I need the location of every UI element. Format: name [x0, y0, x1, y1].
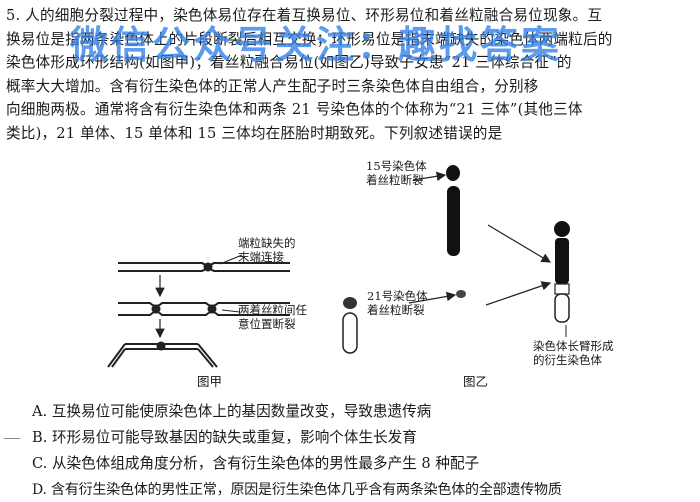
figure-a-caption: 图甲 [197, 374, 223, 389]
stem-line-3: 染色体形成环形结构(如图甲)；着丝粒融合易位(如图乙)导致子女患“21 三体综合… [6, 54, 572, 72]
stem-line-5: 向细胞两极。通常将含有衍生染色体和两条 21 号染色体的个体称为“21 三体”(… [6, 101, 583, 119]
figure-b-label-21: 21号染色体着丝粒断裂 [367, 289, 428, 317]
option-d[interactable]: D. 含有衍生染色体的男性正常，原因是衍生染色体几乎含有两条染色体的全部遗传物质 [32, 482, 562, 498]
figure-a-pointer-top [219, 254, 243, 265]
derivative-chromosome [554, 221, 570, 323]
chromosome-15 [446, 165, 460, 256]
figure-a-label-top: 端粒缺失的末端连接 [238, 236, 296, 264]
figure-a-pointer-bottom [221, 309, 241, 313]
option-b[interactable]: B. 环形易位可能导致基因的缺失或重复，影响个体生长发育 [32, 429, 417, 446]
figure-b-caption: 图乙 [463, 374, 489, 389]
arrow-15-to-derived [487, 224, 552, 263]
arrow-15-label [412, 171, 447, 182]
figure-b-label-15: 15号染色体着丝粒断裂 [366, 159, 427, 187]
option-a[interactable]: A. 互换易位可能使原染色体上的基因数量改变，导致患遗传病 [32, 403, 432, 420]
arrow-21-to-derived [485, 281, 552, 306]
option-c[interactable]: C. 从染色体组成角度分析，含有衍生染色体的男性最多产生 8 种配子 [32, 455, 480, 472]
figure-a-step1-chromosome [118, 262, 290, 272]
figure-b-label-result: 染色体长臂形成的衍生染色体 [533, 339, 614, 367]
figure-a-step2-chromosome [118, 302, 290, 316]
stem-line-1: 5. 人的细胞分裂过程中，染色体易位存在着互换易位、环形易位和着丝粒融合易位现象… [6, 7, 603, 24]
figure-a-diagram [107, 254, 290, 368]
question-number: 5. [6, 7, 21, 24]
figure-b-diagram [342, 165, 570, 354]
stem-line-2: 换易位是指两条染色体上的片段断裂后相互交换；环形易位是指末端缺失的染色体两端粒后… [6, 30, 613, 48]
stem-line-4: 概率大大增加。含有衍生染色体的正常人产生配子时三条染色体自由组合，分别移 [6, 77, 539, 95]
figure-a-step3-ring [107, 341, 218, 368]
question-stem: 5. 人的细胞分裂过程中，染色体易位存在着互换易位、环形易位和着丝粒融合易位现象… [6, 4, 694, 146]
figure-a-label-bottom: 两着丝粒间任意位置断裂 [238, 303, 307, 331]
arrow-21-label [408, 291, 457, 304]
margin-dash [4, 438, 20, 439]
stem-line-6: 类比)，21 单体、15 单体和 15 三体均在胚胎时期致死。下列叙述错误的是 [6, 124, 503, 142]
chromosome-21 [342, 290, 466, 354]
